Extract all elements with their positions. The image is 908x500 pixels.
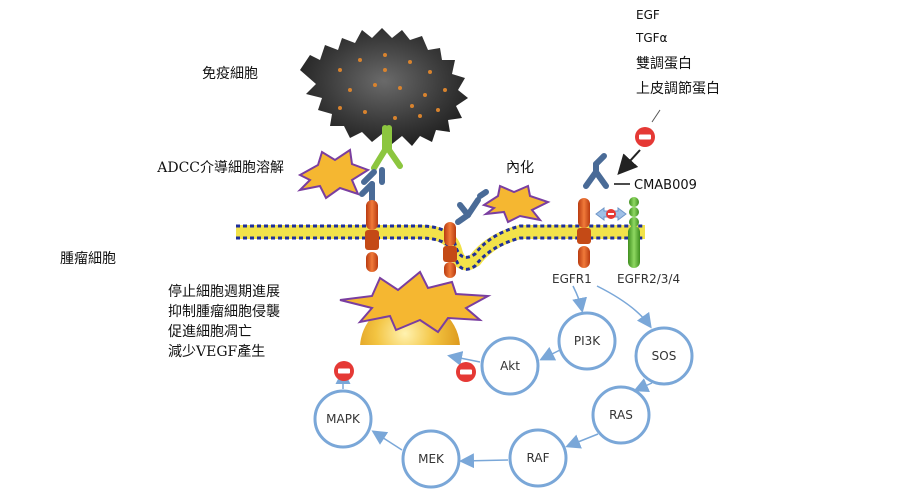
internalization-burst-icon [481, 184, 551, 224]
svg-text:PI3K: PI3K [574, 334, 601, 348]
node-akt: Akt [480, 336, 540, 396]
tumor-burst-icon [339, 270, 492, 334]
adcc-label: ADCC介導細胞溶解 [156, 160, 284, 176]
arrow-raf-mek [459, 453, 509, 469]
node-mek: MEK [401, 429, 461, 489]
effects-list: 停止細胞週期進展 抑制腫瘤細胞侵襲 促進細胞凋亡 減少VEGF產生 [168, 283, 280, 360]
node-raf: RAF [508, 428, 568, 488]
arrow-pi3k-akt [539, 346, 561, 361]
node-ras: RAS [591, 385, 651, 445]
effect-3: 促進細胞凋亡 [168, 324, 252, 340]
pathway-arrows [335, 285, 653, 469]
svg-text:MEK: MEK [418, 452, 445, 466]
adcc-burst-icon [296, 148, 371, 200]
antibody-icon-internal [455, 189, 489, 225]
effect-1: 停止細胞週期進展 [168, 283, 280, 300]
antibody-icon [359, 167, 385, 203]
fc-receptor-icon [371, 125, 403, 171]
inhibit-icon-ligand [635, 127, 655, 147]
ligand-amphiregulin: 雙調蛋白 [636, 56, 692, 72]
egfr1-receptor [577, 198, 591, 268]
ligand-epiregulin: 上皮調節蛋白 [636, 80, 720, 97]
svg-text:RAS: RAS [609, 408, 633, 422]
cell-membrane [236, 224, 645, 271]
cmab009-label: CMAB009 [634, 178, 697, 193]
node-pi3k: PI3K [557, 311, 617, 371]
ligand-egf: EGF [636, 8, 660, 22]
arrow-akt-nucleus [447, 350, 481, 366]
ligand-block-arrow [617, 149, 641, 175]
node-mapk: MAPK [313, 389, 373, 449]
arrow-sos-ras [633, 378, 653, 393]
egfr234-receptor [628, 197, 640, 268]
ligand-list: EGF TGFα 雙調蛋白 上皮調節蛋白 [635, 8, 720, 97]
ligand-pointer [651, 109, 661, 123]
arrow-mek-mapk [371, 430, 403, 451]
immune-cell-label: 免疫細胞 [202, 66, 258, 82]
immune-cell [300, 28, 468, 146]
node-sos: SOS [634, 326, 694, 386]
svg-text:SOS: SOS [652, 349, 677, 363]
arrow-egfr1-sos [596, 285, 652, 329]
cmab009-antibody-icon [583, 153, 609, 189]
svg-text:RAF: RAF [527, 451, 550, 465]
internalization-label: 內化 [506, 160, 534, 176]
svg-text:Akt: Akt [500, 359, 520, 373]
inhibit-icon-mapk [334, 361, 354, 381]
egfr1-label: EGFR1 [552, 272, 592, 286]
effect-4: 減少VEGF產生 [168, 343, 265, 360]
tumor-cell-label: 腫瘤細胞 [60, 250, 116, 267]
egfr-receptor-1 [365, 200, 379, 272]
arrow-ras-raf [565, 433, 599, 449]
internalized-receptor [443, 189, 489, 278]
svg-text:MAPK: MAPK [326, 412, 361, 426]
bidirectional-arrow-icon [595, 207, 627, 221]
ligand-tgfa: TGFα [635, 31, 668, 45]
egfr234-label: EGFR2/3/4 [617, 272, 680, 286]
effect-2: 抑制腫瘤細胞侵襲 [168, 303, 280, 320]
inhibit-icon-akt [456, 362, 476, 382]
arrow-egfr1-pi3k [572, 285, 587, 313]
pathway: PI3K Akt SOS RAS RAF MEK MAPK [313, 311, 694, 489]
